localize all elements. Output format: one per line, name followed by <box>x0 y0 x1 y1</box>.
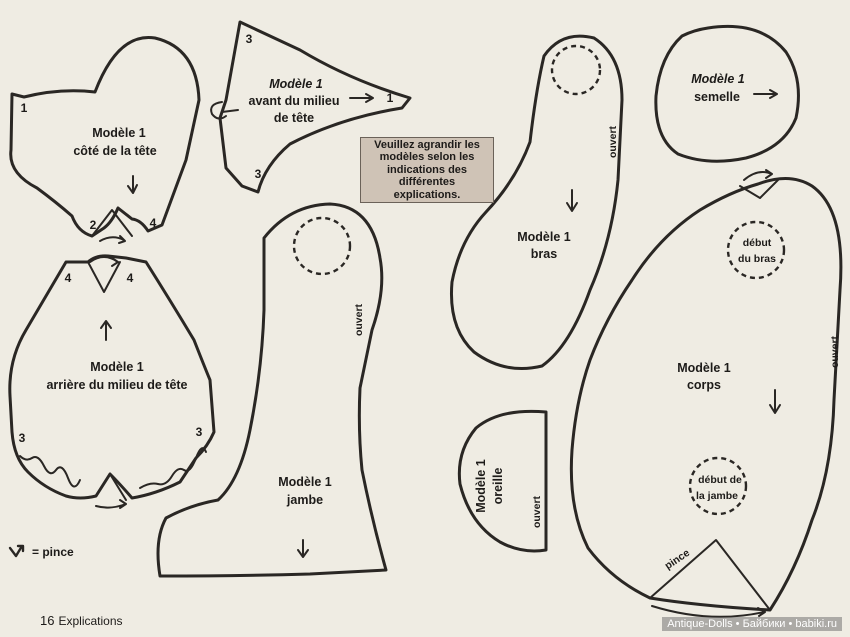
piece-side-of-head: 1 2 4 Modèle 1 côté de la tête <box>9 35 201 244</box>
front-head-line3: de tête <box>274 111 314 125</box>
piece-front-center-head: 3 1 3 Modèle 1 avant du milieu de tête <box>210 20 412 194</box>
down-arrow-icon <box>769 389 781 414</box>
body-open-label: ouvert <box>829 335 841 368</box>
wavy-edge-right <box>139 447 207 489</box>
back-center-head-outline <box>8 254 216 500</box>
sole-subtitle: semelle <box>694 90 740 104</box>
piece-ear: Modèle 1 oreille ouvert <box>457 409 548 553</box>
mark-3-top: 3 <box>246 32 253 46</box>
arm-open-label: ouvert <box>607 125 619 158</box>
dart-label: pince <box>663 547 693 572</box>
arm-start-line1: début <box>743 237 772 249</box>
bottom-dart-arrow <box>651 605 766 618</box>
body-subtitle: corps <box>687 378 721 392</box>
side-of-head-outline <box>9 35 201 238</box>
side-of-head-subtitle: côté de la tête <box>73 144 156 158</box>
side-of-head-title: Modèle 1 <box>92 126 146 140</box>
front-center-head-outline <box>218 20 412 194</box>
body-top-dart <box>739 179 779 199</box>
piece-back-center-head: 4 4 3 3 Modèle 1 arrière du milieu de tê… <box>8 254 216 509</box>
ear-subtitle: oreille <box>491 468 505 505</box>
legend: = pince <box>8 544 74 560</box>
piece-leg: ouvert Modèle 1 jambe <box>156 202 388 578</box>
arm-outline <box>449 34 624 370</box>
mark-3-right: 3 <box>196 425 203 439</box>
piece-sole: Modèle 1 semelle <box>654 24 800 163</box>
bottom-dart-arrow <box>95 499 127 509</box>
back-head-bottom-dart <box>95 473 127 501</box>
leg-outline <box>156 202 388 578</box>
legend-label: = pince <box>32 545 74 559</box>
mark-3-left: 3 <box>19 431 26 445</box>
body-bottom-dart <box>649 539 771 611</box>
front-head-dart <box>210 101 239 120</box>
down-arrow-icon <box>127 175 138 194</box>
back-head-dart-arrow <box>89 256 119 267</box>
right-arrow-icon <box>753 89 778 99</box>
body-title: Modèle 1 <box>677 361 731 375</box>
ear-outline <box>457 409 548 553</box>
back-head-dart <box>87 261 121 293</box>
front-head-line2: avant du milieu <box>249 94 340 108</box>
leg-open-label: ouvert <box>353 303 365 336</box>
leg-dashed-circle <box>292 216 352 276</box>
front-head-title: Modèle 1 <box>269 77 323 91</box>
mark-2: 2 <box>90 218 97 232</box>
back-head-subtitle: arrière du milieu de tête <box>46 378 187 392</box>
pince-icon <box>8 544 25 558</box>
leg-start-circle <box>688 456 748 516</box>
arm-dashed-circle <box>550 44 602 96</box>
mark-4-right: 4 <box>127 271 134 285</box>
mark-1-tip: 1 <box>387 91 394 105</box>
sole-title: Modèle 1 <box>691 72 745 86</box>
enlarge-note: Veuillez agrandir les modèles selon les … <box>360 137 494 203</box>
piece-body: début du bras ouvert Modèle 1 corps débu… <box>569 169 843 618</box>
watermark: Antique-Dolls • Байбики • babiki.ru <box>662 617 842 631</box>
arm-start-line2: du bras <box>738 253 776 265</box>
up-arrow-icon <box>100 320 112 341</box>
leg-subtitle: jambe <box>286 493 323 507</box>
page-number: 16 <box>40 613 55 628</box>
ear-open-label: ouvert <box>531 495 543 528</box>
mark-1: 1 <box>21 101 28 115</box>
arm-title: Modèle 1 <box>517 230 571 244</box>
mark-4-left: 4 <box>65 271 72 285</box>
leg-start-line1: début de <box>698 474 742 486</box>
side-of-head-dart <box>91 209 133 237</box>
back-head-title: Modèle 1 <box>90 360 144 374</box>
leg-title: Modèle 1 <box>278 475 332 489</box>
right-arrow-icon <box>349 93 374 103</box>
mark-4: 4 <box>150 216 157 230</box>
arm-start-circle <box>726 220 786 280</box>
ear-title: Modèle 1 <box>474 459 488 513</box>
leg-start-line2: la jambe <box>696 490 738 502</box>
arm-subtitle: bras <box>531 247 557 261</box>
wavy-edge-left <box>19 455 81 488</box>
piece-arm: ouvert Modèle 1 bras <box>449 34 624 370</box>
down-arrow-icon <box>566 189 578 212</box>
sole-outline <box>654 24 800 163</box>
body-top-dart-arrow <box>743 169 773 181</box>
section-name: Explications <box>58 614 123 628</box>
body-outline <box>569 177 843 612</box>
dart-arrow-icon <box>99 235 126 244</box>
mark-3-bottom: 3 <box>255 167 262 181</box>
down-arrow-icon <box>297 539 309 558</box>
